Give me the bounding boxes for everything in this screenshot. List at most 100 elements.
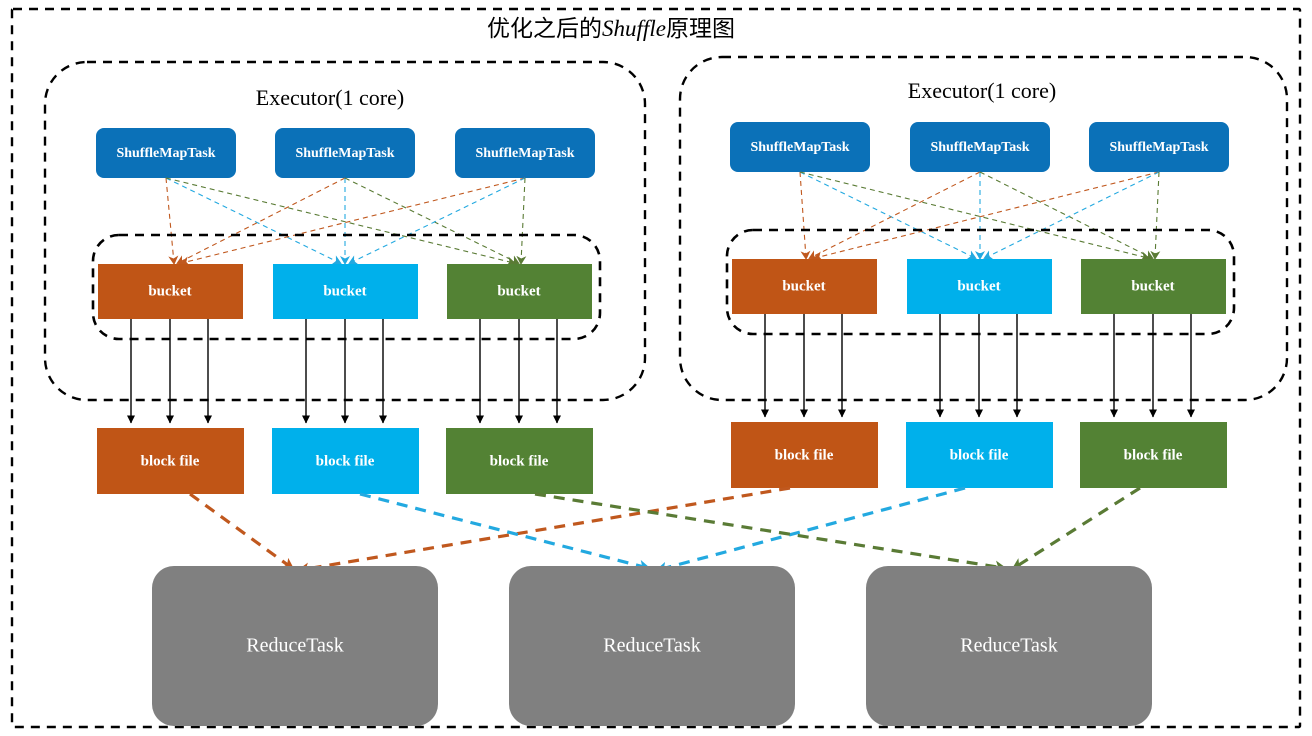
blockfile-box[interactable] — [272, 428, 419, 494]
task-box[interactable] — [730, 122, 870, 172]
task-label: ShuffleMapTask — [116, 146, 215, 161]
executor-right-bucket-1[interactable]: bucket — [907, 259, 1052, 314]
bucket-box[interactable] — [273, 264, 418, 319]
task-label: ShuffleMapTask — [295, 146, 394, 161]
executor-left-bucket-1[interactable]: bucket — [273, 264, 418, 319]
blockfile-box[interactable] — [446, 428, 593, 494]
executor-right-bucket-frame — [725, 228, 1236, 336]
executor-left-blockfile-1[interactable]: block file — [272, 428, 419, 494]
task-box[interactable] — [1089, 122, 1229, 172]
reducetask-box[interactable] — [509, 566, 795, 726]
blockfile-label: block file — [490, 453, 549, 469]
reduce-task-1[interactable]: ReduceTask — [509, 566, 795, 726]
executor-right-label: Executor(1 core) — [908, 78, 1056, 103]
executor-left-bucket-to-blockfile-arrows — [127, 319, 561, 424]
task-label: ShuffleMapTask — [1109, 140, 1208, 155]
bucket-label: bucket — [1131, 278, 1174, 294]
executor-right-task-to-bucket-links — [799, 171, 1161, 262]
link-right-orange-to-reduce0 — [297, 486, 791, 575]
blockfile-label: block file — [950, 447, 1009, 463]
executor-right-frame — [678, 55, 1289, 402]
link-task1-bucket2 — [979, 171, 1154, 260]
executor-right-task-1[interactable]: ShuffleMapTask — [910, 122, 1050, 172]
reducetask-box[interactable] — [152, 566, 438, 726]
executor-right-blockfile-1[interactable]: block file — [906, 422, 1053, 488]
executor-right-task-0[interactable]: ShuffleMapTask — [730, 122, 870, 172]
task-box[interactable] — [96, 128, 236, 178]
link-task1-bucket2 — [344, 177, 520, 265]
executor-left-bucket-2[interactable]: bucket — [447, 264, 592, 319]
task-label: ShuffleMapTask — [930, 140, 1029, 155]
link-left-cyan-to-reduce1 — [359, 492, 651, 572]
blockfile-box[interactable] — [1080, 422, 1227, 488]
reduce-task-0[interactable]: ReduceTask — [152, 566, 438, 726]
link-task0-bucket1 — [799, 171, 977, 260]
link-task1-bucket0 — [808, 171, 981, 260]
blockfile-label: block file — [775, 447, 834, 463]
reducetask-label: ReduceTask — [960, 635, 1057, 657]
task-box[interactable] — [275, 128, 415, 178]
bucket-box[interactable] — [732, 259, 877, 314]
link-right-green-to-reduce2 — [1011, 486, 1141, 570]
executor-left-label: Executor(1 core) — [256, 85, 404, 110]
executor-left-task-0[interactable]: ShuffleMapTask — [96, 128, 236, 178]
link-task2-bucket0 — [813, 171, 1160, 262]
executor-right-task-2[interactable]: ShuffleMapTask — [1089, 122, 1229, 172]
page-title: 优化之后的Shuffle原理图 — [487, 16, 735, 41]
executor-left-bucket-0[interactable]: bucket — [98, 264, 243, 319]
blockfile-box[interactable] — [731, 422, 878, 488]
executor-right-blockfile-2[interactable]: block file — [1080, 422, 1227, 488]
executor-left-blockfile-0[interactable]: block file — [97, 428, 244, 494]
executor-right-bucket-to-blockfile-arrows — [761, 314, 1195, 418]
link-task1-bucket0 — [176, 177, 346, 265]
executor-right-blockfile-0[interactable]: block file — [731, 422, 878, 488]
executor-right-bucket-0[interactable]: bucket — [732, 259, 877, 314]
reducetask-label: ReduceTask — [246, 635, 343, 657]
bucket-box[interactable] — [447, 264, 592, 319]
bucket-label: bucket — [957, 278, 1000, 294]
link-left-orange-to-reduce0 — [189, 492, 295, 570]
blockfile-label: block file — [316, 453, 375, 469]
link-task0-bucket1 — [165, 177, 342, 265]
link-task2-bucket2 — [516, 177, 527, 265]
reducetask-box[interactable] — [866, 566, 1152, 726]
outer-frame — [10, 7, 1302, 729]
blockfile-label: block file — [141, 453, 200, 469]
title-suffix: 原理图 — [666, 16, 735, 41]
link-task0-bucket2 — [165, 177, 516, 267]
link-task0-bucket0 — [165, 177, 179, 265]
link-task2-bucket1 — [983, 171, 1160, 260]
title-prefix: 优化之后的 — [487, 16, 602, 41]
blockfile-box[interactable] — [97, 428, 244, 494]
title-emphasis: Shuffle — [602, 16, 666, 41]
bucket-label: bucket — [148, 283, 191, 299]
reducetask-label: ReduceTask — [603, 635, 700, 657]
link-task0-bucket2 — [799, 171, 1150, 262]
bucket-label: bucket — [323, 283, 366, 299]
task-label: ShuffleMapTask — [475, 146, 574, 161]
executor-left-task-2[interactable]: ShuffleMapTask — [455, 128, 595, 178]
task-label: ShuffleMapTask — [750, 140, 849, 155]
link-task2-bucket2 — [1150, 171, 1161, 260]
link-left-green-to-reduce2 — [534, 492, 1007, 573]
bucket-label: bucket — [497, 283, 540, 299]
bucket-label: bucket — [782, 278, 825, 294]
task-box[interactable] — [910, 122, 1050, 172]
link-task2-bucket0 — [180, 177, 526, 267]
reduce-task-2[interactable]: ReduceTask — [866, 566, 1152, 726]
executor-left-bucket-frame — [91, 233, 602, 341]
link-task0-bucket0 — [799, 171, 811, 260]
link-right-cyan-to-reduce1 — [655, 486, 966, 574]
bucket-box[interactable] — [907, 259, 1052, 314]
blockfile-box[interactable] — [906, 422, 1053, 488]
executor-left-task-1[interactable]: ShuffleMapTask — [275, 128, 415, 178]
bucket-box[interactable] — [98, 264, 243, 319]
executor-left-blockfile-2[interactable]: block file — [446, 428, 593, 494]
task-box[interactable] — [455, 128, 595, 178]
executor-right-bucket-2[interactable]: bucket — [1081, 259, 1226, 314]
bucket-box[interactable] — [1081, 259, 1226, 314]
blockfile-to-reducetask-links — [189, 486, 1141, 575]
executor-left-task-to-bucket-links — [165, 177, 527, 267]
